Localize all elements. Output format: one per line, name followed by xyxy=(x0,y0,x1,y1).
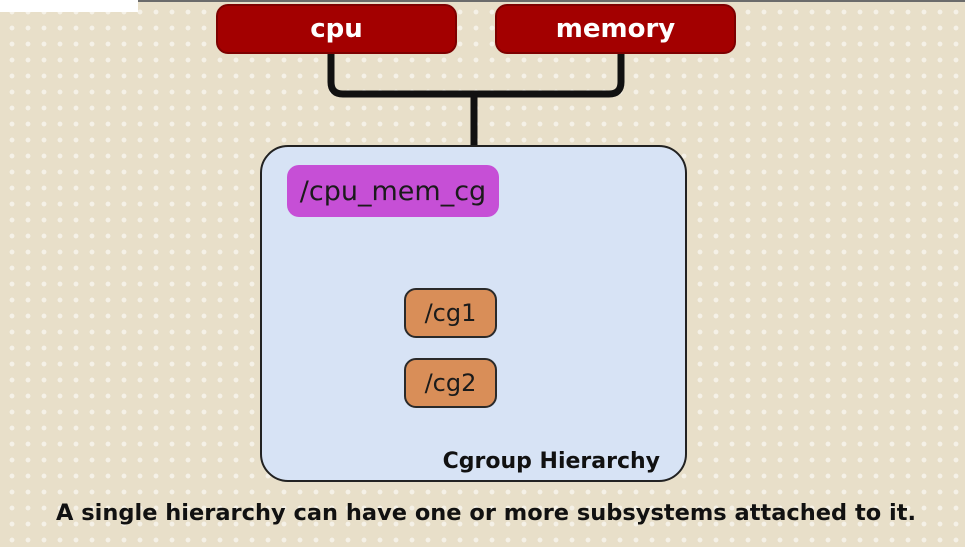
memory-subsystem-label: memory xyxy=(555,14,676,44)
cpu-subsystem: cpu xyxy=(216,4,457,54)
connector-memory-to-hierarchy xyxy=(470,50,625,98)
child-cgroup-node-cg1: /cg1 xyxy=(404,288,497,338)
child-cgroup-label-cg2: /cg2 xyxy=(424,369,477,397)
top-white-strip xyxy=(0,0,138,12)
child-cgroup-label-cg1: /cg1 xyxy=(424,299,477,327)
top-border-line xyxy=(138,0,965,2)
child-cgroup-node-cg2: /cg2 xyxy=(404,358,497,408)
root-cgroup-node: /cpu_mem_cg xyxy=(287,165,499,217)
connector-cpu-to-hierarchy xyxy=(327,50,478,98)
cpu-subsystem-label: cpu xyxy=(310,14,363,44)
hierarchy-label: Cgroup Hierarchy xyxy=(442,449,660,474)
memory-subsystem: memory xyxy=(495,4,736,54)
diagram-caption: A single hierarchy can have one or more … xyxy=(56,500,917,526)
root-cgroup-label: /cpu_mem_cg xyxy=(299,175,487,207)
